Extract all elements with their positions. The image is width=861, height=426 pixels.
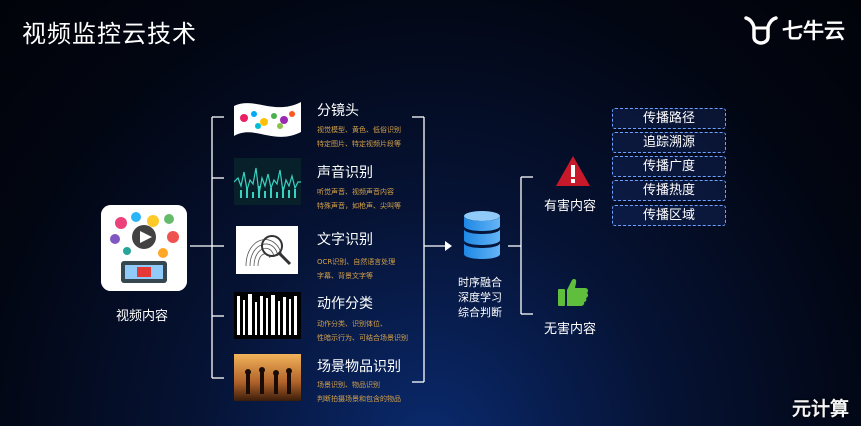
watermark: 元计算 <box>792 398 850 420</box>
thumbs-up-icon <box>557 277 589 311</box>
category-desc-sound-1: 听觉声音、视频声音内容 <box>317 188 394 196</box>
qiniu-logo-icon <box>744 16 778 45</box>
category-name-action: 动作分类 <box>317 296 373 312</box>
propagation-region-box: 传播区域 <box>612 205 726 226</box>
category-name-sound: 声音识别 <box>317 165 373 181</box>
category-desc-text-2: 字幕、背景文字等 <box>317 272 373 280</box>
engine-line-2: 深度学习 <box>458 291 502 304</box>
brand-name: 七牛云 <box>782 19 845 43</box>
page-title: 视频监控云技术 <box>22 20 197 48</box>
shot-thumbnail <box>234 96 301 143</box>
source-label: 视频内容 <box>116 309 169 324</box>
category-name-scene: 场景物品识别 <box>317 359 401 375</box>
category-desc-action-2: 性暗示行为、可结合场景识别 <box>317 334 408 342</box>
warning-icon <box>555 155 591 191</box>
trace-source-box: 追踪溯源 <box>612 132 726 153</box>
propagation-breadth-box: 传播广度 <box>612 156 726 177</box>
brand-logo: 七牛云 <box>744 14 845 46</box>
action-thumbnail <box>234 292 301 339</box>
category-desc-text-1: OCR识别、自然语言处理 <box>317 258 396 266</box>
category-desc-shot-2: 特定图片、特定视频片段等 <box>317 140 401 148</box>
category-desc-scene-2: 判断拍摄场景和包含的物品 <box>317 395 401 403</box>
database-icon <box>462 210 502 266</box>
category-name-shot: 分镜头 <box>317 103 359 119</box>
category-desc-sound-2: 特殊声音，如枪声、尖叫等 <box>317 202 401 210</box>
harmful-label: 有害内容 <box>544 199 597 214</box>
text-thumbnail <box>236 226 298 274</box>
category-name-text: 文字识别 <box>317 232 373 248</box>
engine-line-3: 综合判断 <box>458 306 502 319</box>
scene-thumbnail <box>234 354 301 401</box>
sound-thumbnail <box>234 158 301 205</box>
category-desc-action-1: 动作分类、识别体位、 <box>317 320 387 328</box>
video-content-image <box>101 205 187 291</box>
propagation-path-box: 传播路径 <box>612 108 726 129</box>
category-desc-scene-1: 场景识别、物品识别 <box>317 381 380 389</box>
engine-line-1: 时序融合 <box>458 276 502 289</box>
propagation-heat-box: 传播热度 <box>612 180 726 201</box>
category-desc-shot-1: 视觉模型、黄色、低俗识别 <box>317 126 401 134</box>
harmless-label: 无害内容 <box>544 322 597 337</box>
